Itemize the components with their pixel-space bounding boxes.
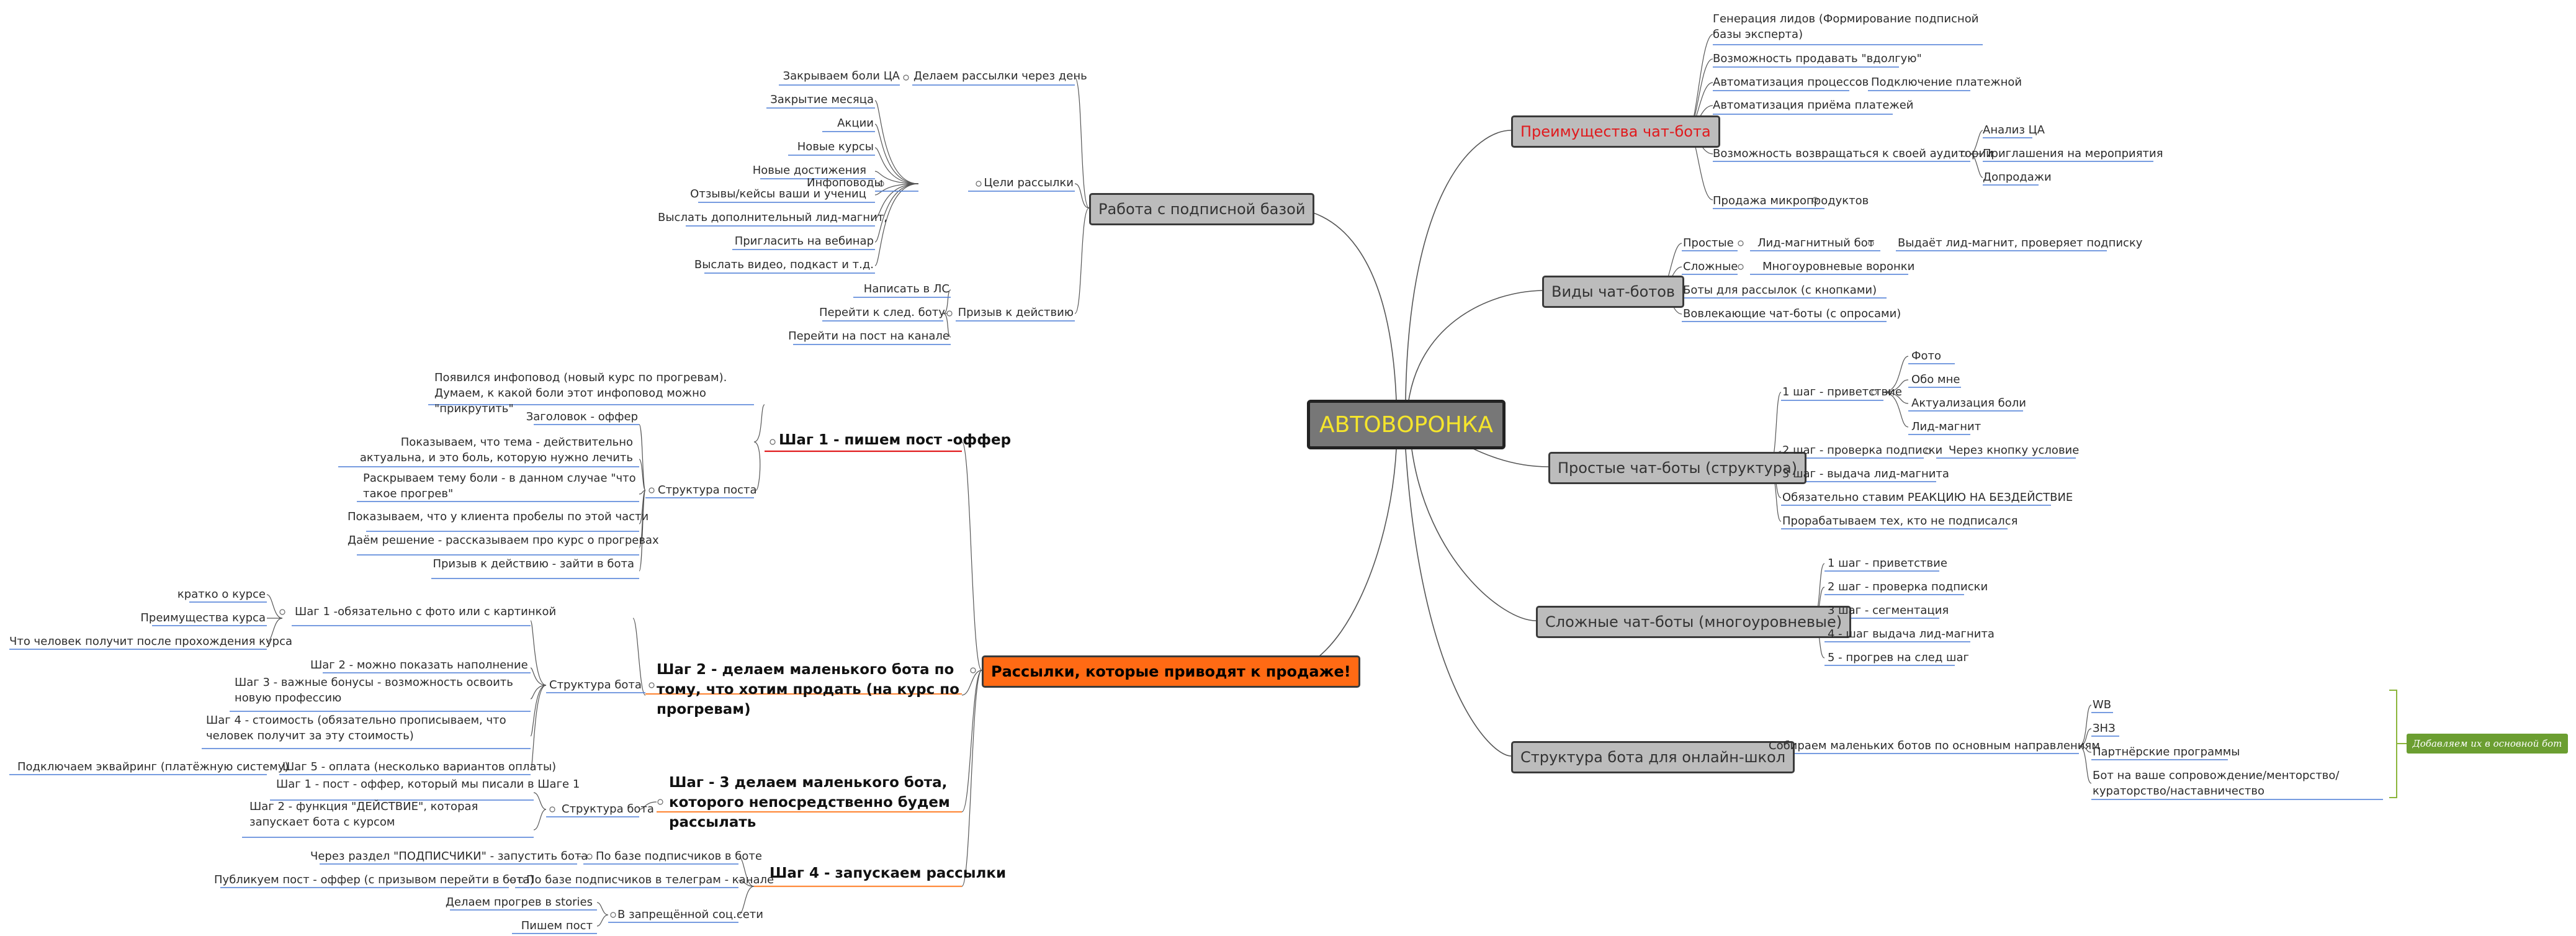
step2-step2-content[interactable]: Шаг 2 - можно показать наполнение: [310, 659, 528, 672]
step2-about-course[interactable]: кратко о курсе: [177, 588, 266, 601]
node-school-structure[interactable]: Структура бота для онлайн-школ: [1511, 741, 1795, 773]
base-promos[interactable]: Акции: [837, 117, 874, 130]
kinds-item-engaging-bots[interactable]: Вовлекающие чат-боты (с опросами): [1683, 307, 1901, 320]
base-new-courses[interactable]: Новые курсы: [797, 140, 874, 153]
node-bot-kinds[interactable]: Виды чат-ботов: [1542, 276, 1685, 308]
base-extra-leadmagnet[interactable]: Выслать дополнительный лид-магнит,: [658, 211, 887, 224]
simple-step1-photo[interactable]: Фото: [1911, 349, 1942, 362]
step2-step4-price[interactable]: Шаг 4 - стоимость (обязательно прописыва…: [206, 714, 506, 742]
kinds-item-leadmagnet-bot[interactable]: Лид-магнитный бот: [1757, 236, 1875, 250]
school-wb[interactable]: WB: [2093, 698, 2112, 711]
kinds-item-leadmagnet-desc[interactable]: Выдаёт лид-магнит, проверяет подписку: [1898, 236, 2143, 250]
step2-course-benefits[interactable]: Преимущества курса: [140, 611, 266, 624]
complex-step1[interactable]: 1 шаг - приветствие: [1828, 557, 1947, 570]
step1-relevant-topic[interactable]: Показываем, что тема - действительно акт…: [359, 436, 633, 464]
step1-post-structure[interactable]: Структура поста: [658, 484, 757, 497]
base-mail-every-other-day[interactable]: Делаем рассылки через день: [913, 70, 1087, 83]
step1-cta[interactable]: Призыв к действию - зайти в бота: [433, 557, 634, 570]
adv-item-payment-automation[interactable]: Автоматизация приёма платежей: [1713, 99, 1914, 112]
adv-item-leads[interactable]: Генерация лидов (Формирование подписной …: [1713, 12, 1979, 41]
complex-step5[interactable]: 5 - прогрев на след шаг: [1828, 651, 1970, 664]
school-small-bots[interactable]: Собираем маленьких ботов по основным нап…: [1769, 739, 2100, 752]
node-complex-bots[interactable]: Сложные чат-боты (многоуровневые): [1536, 606, 1852, 638]
adv-item-automation[interactable]: Автоматизация процессов: [1713, 76, 1869, 89]
step2-step1-photo[interactable]: Шаг 1 -обязательно с фото или с картинко…: [295, 605, 557, 618]
base-video-podcast[interactable]: Выслать видео, подкаст и т.д.: [694, 258, 874, 271]
base-call-to-action[interactable]: Призыв к действию: [958, 306, 1074, 319]
step4-forbidden-network[interactable]: В запрещённой соц.сети: [617, 908, 763, 921]
kinds-item-complex[interactable]: Сложные: [1683, 260, 1738, 273]
school-mentoring-bot[interactable]: Бот на ваше сопровождение/менторство/кур…: [2093, 769, 2340, 798]
step1-solution[interactable]: Даём решение - рассказываем про курс о п…: [348, 534, 659, 547]
adv-item-invitations[interactable]: Приглашения на мероприятия: [1983, 147, 2163, 160]
simple-step2[interactable]: 2 шаг - проверка подписки: [1782, 444, 1943, 457]
root-node[interactable]: АВТОВОРОНКА: [1307, 400, 1506, 449]
complex-step3[interactable]: 3 шаг - сегментация: [1828, 604, 1949, 617]
node-advantages[interactable]: Преимущества чат-бота: [1511, 115, 1720, 148]
step2-acquiring[interactable]: Подключаем эквайринг (платёжную систему): [17, 760, 289, 773]
complex-step2[interactable]: 2 шаг - проверка подписки: [1828, 580, 1988, 593]
node-simple-structure[interactable]: Простые чат-боты (структура): [1548, 452, 1807, 484]
base-reviews[interactable]: Отзывы/кейсы ваши и учениц: [690, 187, 866, 200]
step2-bot-structure[interactable]: Структура бота: [549, 678, 642, 691]
step3-step2-action[interactable]: Шаг 2 - функция "ДЕЙСТВИЕ", которая запу…: [249, 800, 478, 829]
adv-item-return-audience[interactable]: Возможность возвращаться к своей аудитор…: [1713, 147, 1993, 160]
step3-bot-structure[interactable]: Структура бота: [562, 803, 654, 816]
base-webinar[interactable]: Пригласить на вебинар: [734, 235, 874, 248]
step4-stories[interactable]: Делаем прогрев в stories: [445, 896, 593, 909]
step2-title[interactable]: Шаг 2 - делаем маленького бота по тому, …: [657, 662, 959, 718]
simple-step1[interactable]: 1 шаг - приветствие: [1782, 385, 1902, 398]
school-znz[interactable]: ЗНЗ: [2093, 722, 2116, 735]
base-next-bot[interactable]: Перейти к след. боту: [819, 306, 945, 319]
step3-title[interactable]: Шаг - 3 делаем маленького бота, которого…: [669, 775, 950, 830]
base-new-achievements[interactable]: Новые достижения: [752, 164, 866, 177]
step1-title[interactable]: Шаг 1 - пишем пост -оффер: [779, 432, 1012, 448]
step4-subscribers-section[interactable]: Через раздел "ПОДПИСЧИКИ" - запустить бо…: [310, 850, 588, 863]
callout-add-to-main-bot[interactable]: Добавляем их в основной бот: [2407, 734, 2568, 754]
base-write-dm[interactable]: Написать в ЛС: [863, 282, 949, 295]
complex-step4[interactable]: 4 - шаг выдача лид-магнита: [1828, 628, 1995, 641]
base-mailing-goals[interactable]: Цели рассылки: [984, 176, 1074, 189]
kinds-item-simple[interactable]: Простые: [1683, 236, 1734, 250]
base-newsworthy[interactable]: Инфоповоды: [807, 176, 883, 189]
step2-what-person-gets[interactable]: Что человек получит после прохождения ку…: [9, 635, 293, 648]
simple-work-unsubscribed[interactable]: Прорабатываем тех, кто не подписался: [1782, 515, 2018, 528]
adv-item-long-sales[interactable]: Возможность продавать "вдолгую": [1713, 52, 1922, 65]
base-channel-post[interactable]: Перейти на пост на канале: [788, 330, 949, 343]
step4-title[interactable]: Шаг 4 - запускаем рассылки: [770, 865, 1007, 881]
step1-newsworthy[interactable]: Появился инфоповод (новый курс по прогре…: [434, 371, 727, 415]
step1-headline[interactable]: Заголовок - оффер: [526, 410, 638, 423]
adv-item-upsell[interactable]: Допродажи: [1983, 171, 2052, 184]
kinds-item-mailing-bots[interactable]: Боты для рассылок (с кнопками): [1683, 284, 1877, 297]
step3-step1-offer[interactable]: Шаг 1 - пост - оффер, который мы писали …: [276, 778, 580, 791]
step4-bot-subscribers[interactable]: По базе подписчиков в боте: [596, 850, 762, 863]
simple-step1-leadmagnet[interactable]: Лид-магнит: [1911, 420, 1981, 433]
step1-pain-topic[interactable]: Раскрываем тему боли - в данном случае "…: [363, 472, 636, 500]
adv-item-microproducts[interactable]: Продажа микропродуктов: [1713, 194, 1869, 207]
adv-item-payment-connect[interactable]: Подключение платежной: [1871, 76, 2022, 89]
step2-step5-payment[interactable]: Шаг 5 - оплата (несколько вариантов опла…: [282, 760, 557, 773]
step4-write-post[interactable]: Пишем пост: [521, 919, 593, 932]
step4-publish-offer[interactable]: Публикуем пост - оффер (с призывом перей…: [214, 873, 534, 886]
simple-step1-pain[interactable]: Актуализация боли: [1911, 397, 2026, 410]
kinds-item-multilevel[interactable]: Многоуровневые воронки: [1762, 260, 1915, 273]
simple-step1-about[interactable]: Обо мне: [1911, 373, 1960, 386]
adv-item-ca-analysis[interactable]: Анализ ЦА: [1983, 124, 2045, 137]
simple-step3[interactable]: 3 шаг - выдача лид-магнита: [1782, 467, 1949, 480]
node-subscriber-base[interactable]: Работа с подписной базой: [1089, 193, 1315, 225]
base-close-pains[interactable]: Закрываем боли ЦА: [783, 70, 900, 83]
simple-step2-button[interactable]: Через кнопку условие: [1949, 444, 2080, 457]
step2-step3-bonuses[interactable]: Шаг 3 - важные бонусы - возможность осво…: [235, 676, 513, 704]
step4-channel-subscribers[interactable]: По базе подписчиков в телеграм - канале: [526, 873, 774, 886]
node-sales-mailings[interactable]: Рассылки, которые приводят к продаже!: [982, 655, 1360, 688]
school-partner-programs[interactable]: Партнёрские программы: [2093, 745, 2240, 758]
base-month-close[interactable]: Закрытие месяца: [770, 93, 874, 106]
step1-client-gaps[interactable]: Показываем, что у клиента пробелы по это…: [348, 510, 649, 523]
simple-reaction[interactable]: Обязательно ставим РЕАКЦИЮ НА БЕЗДЕЙСТВИ…: [1782, 491, 2073, 504]
